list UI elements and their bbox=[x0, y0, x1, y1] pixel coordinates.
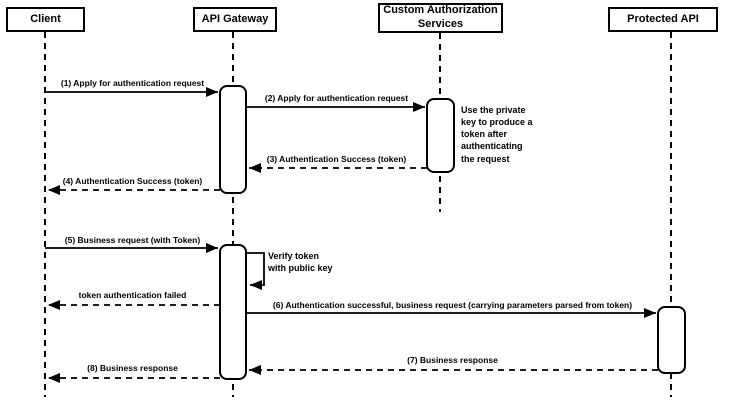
message-label-1: (1) Apply for authentication request bbox=[60, 78, 205, 88]
activation-bar-api-gateway-business bbox=[219, 244, 247, 380]
self-message-label-verify-token: Verify token with public key bbox=[268, 251, 333, 274]
self-message-arrow-verify-token bbox=[246, 252, 265, 290]
message-label-8: (8) Business response bbox=[87, 363, 178, 373]
actor-api-gateway: API Gateway bbox=[193, 7, 277, 32]
actor-client: Client bbox=[6, 7, 85, 32]
note-use-private-key: Use the private key to produce a token a… bbox=[461, 105, 533, 164]
message-label-7: (7) Business response bbox=[407, 355, 498, 365]
actor-protected-api: Protected API bbox=[608, 7, 718, 32]
message-label-4: (4) Authentication Success (token) bbox=[62, 176, 203, 186]
message-label-token-auth-failed: token authentication failed bbox=[78, 290, 187, 300]
message-label-5: (5) Business request (with Token) bbox=[64, 235, 201, 245]
actor-client-label: Client bbox=[30, 12, 61, 25]
actor-custom-authorization-services: Custom Authorization Services bbox=[378, 3, 503, 33]
activation-bar-protected-api bbox=[657, 306, 686, 374]
actor-custom-authorization-services-label: Custom Authorization Services bbox=[383, 4, 498, 30]
actor-protected-api-label: Protected API bbox=[627, 12, 699, 25]
message-label-2: (2) Apply for authentication request bbox=[264, 93, 409, 103]
activation-bar-custom-authorization-services bbox=[426, 98, 455, 173]
activation-bar-api-gateway-auth bbox=[219, 85, 247, 194]
message-label-6: (6) Authentication successful, business … bbox=[272, 300, 633, 310]
message-label-3: (3) Authentication Success (token) bbox=[266, 154, 407, 164]
actor-api-gateway-label: API Gateway bbox=[201, 12, 269, 25]
